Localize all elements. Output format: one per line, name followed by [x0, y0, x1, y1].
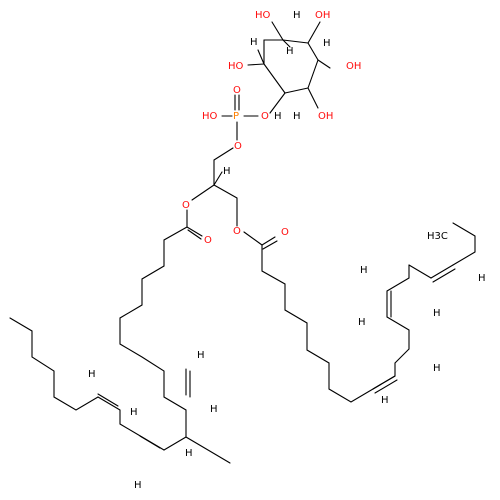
atom-label-hK: H [185, 448, 193, 459]
atom-label-h6: H [293, 111, 301, 122]
atom-label-p: P [233, 111, 239, 122]
acyl-chain-right [243, 222, 476, 403]
atom-label-o-e1: O [182, 200, 190, 211]
atom-label-ho3: HO [228, 61, 244, 72]
atom-label-oh2: OH [315, 10, 330, 21]
atom-label-h5: H [274, 111, 282, 122]
atom-label-o-gly: O [234, 141, 242, 152]
acyl-chain-left [9, 209, 231, 464]
atom-label-hD: H [358, 317, 366, 328]
atom-label-hI: H [88, 369, 96, 380]
atom-label-o-c2: O [281, 227, 289, 238]
atom-label-hB: H [478, 273, 486, 284]
atom-label-oh5: OH [318, 111, 333, 122]
atom-label-hH: H [210, 404, 218, 415]
atom-label-hC: H [433, 308, 441, 319]
atom-label-hA: H [360, 265, 368, 276]
atom-label-ho-p: HO [202, 111, 218, 122]
phosphate-group [213, 94, 259, 161]
inositol-ring [247, 21, 331, 114]
atom-label-h3: H [286, 46, 294, 57]
atom-label-hG: H [197, 350, 205, 361]
atom-label-h4: H [323, 38, 331, 49]
atom-label-hL: H [134, 480, 142, 491]
atom-label-hF: H [381, 395, 389, 406]
atom-label-h2: H [250, 37, 258, 48]
atom-label-h1: H [293, 10, 301, 21]
atom-label-oh4: OH [346, 61, 361, 72]
atom-label-o-c1: O [204, 235, 212, 246]
atom-label-o-ring: O [261, 111, 269, 122]
atom-label-o-e2: O [233, 226, 241, 237]
atom-label-o-p: O [233, 85, 241, 96]
atom-label-oh1: HO [255, 10, 271, 21]
glycerol-backbone [191, 159, 238, 227]
atom-label-ch3: H3C [427, 231, 448, 242]
atom-label-h7: H [223, 166, 231, 177]
atom-label-hJ: H [130, 407, 138, 418]
atom-label-hE: H [433, 363, 441, 374]
